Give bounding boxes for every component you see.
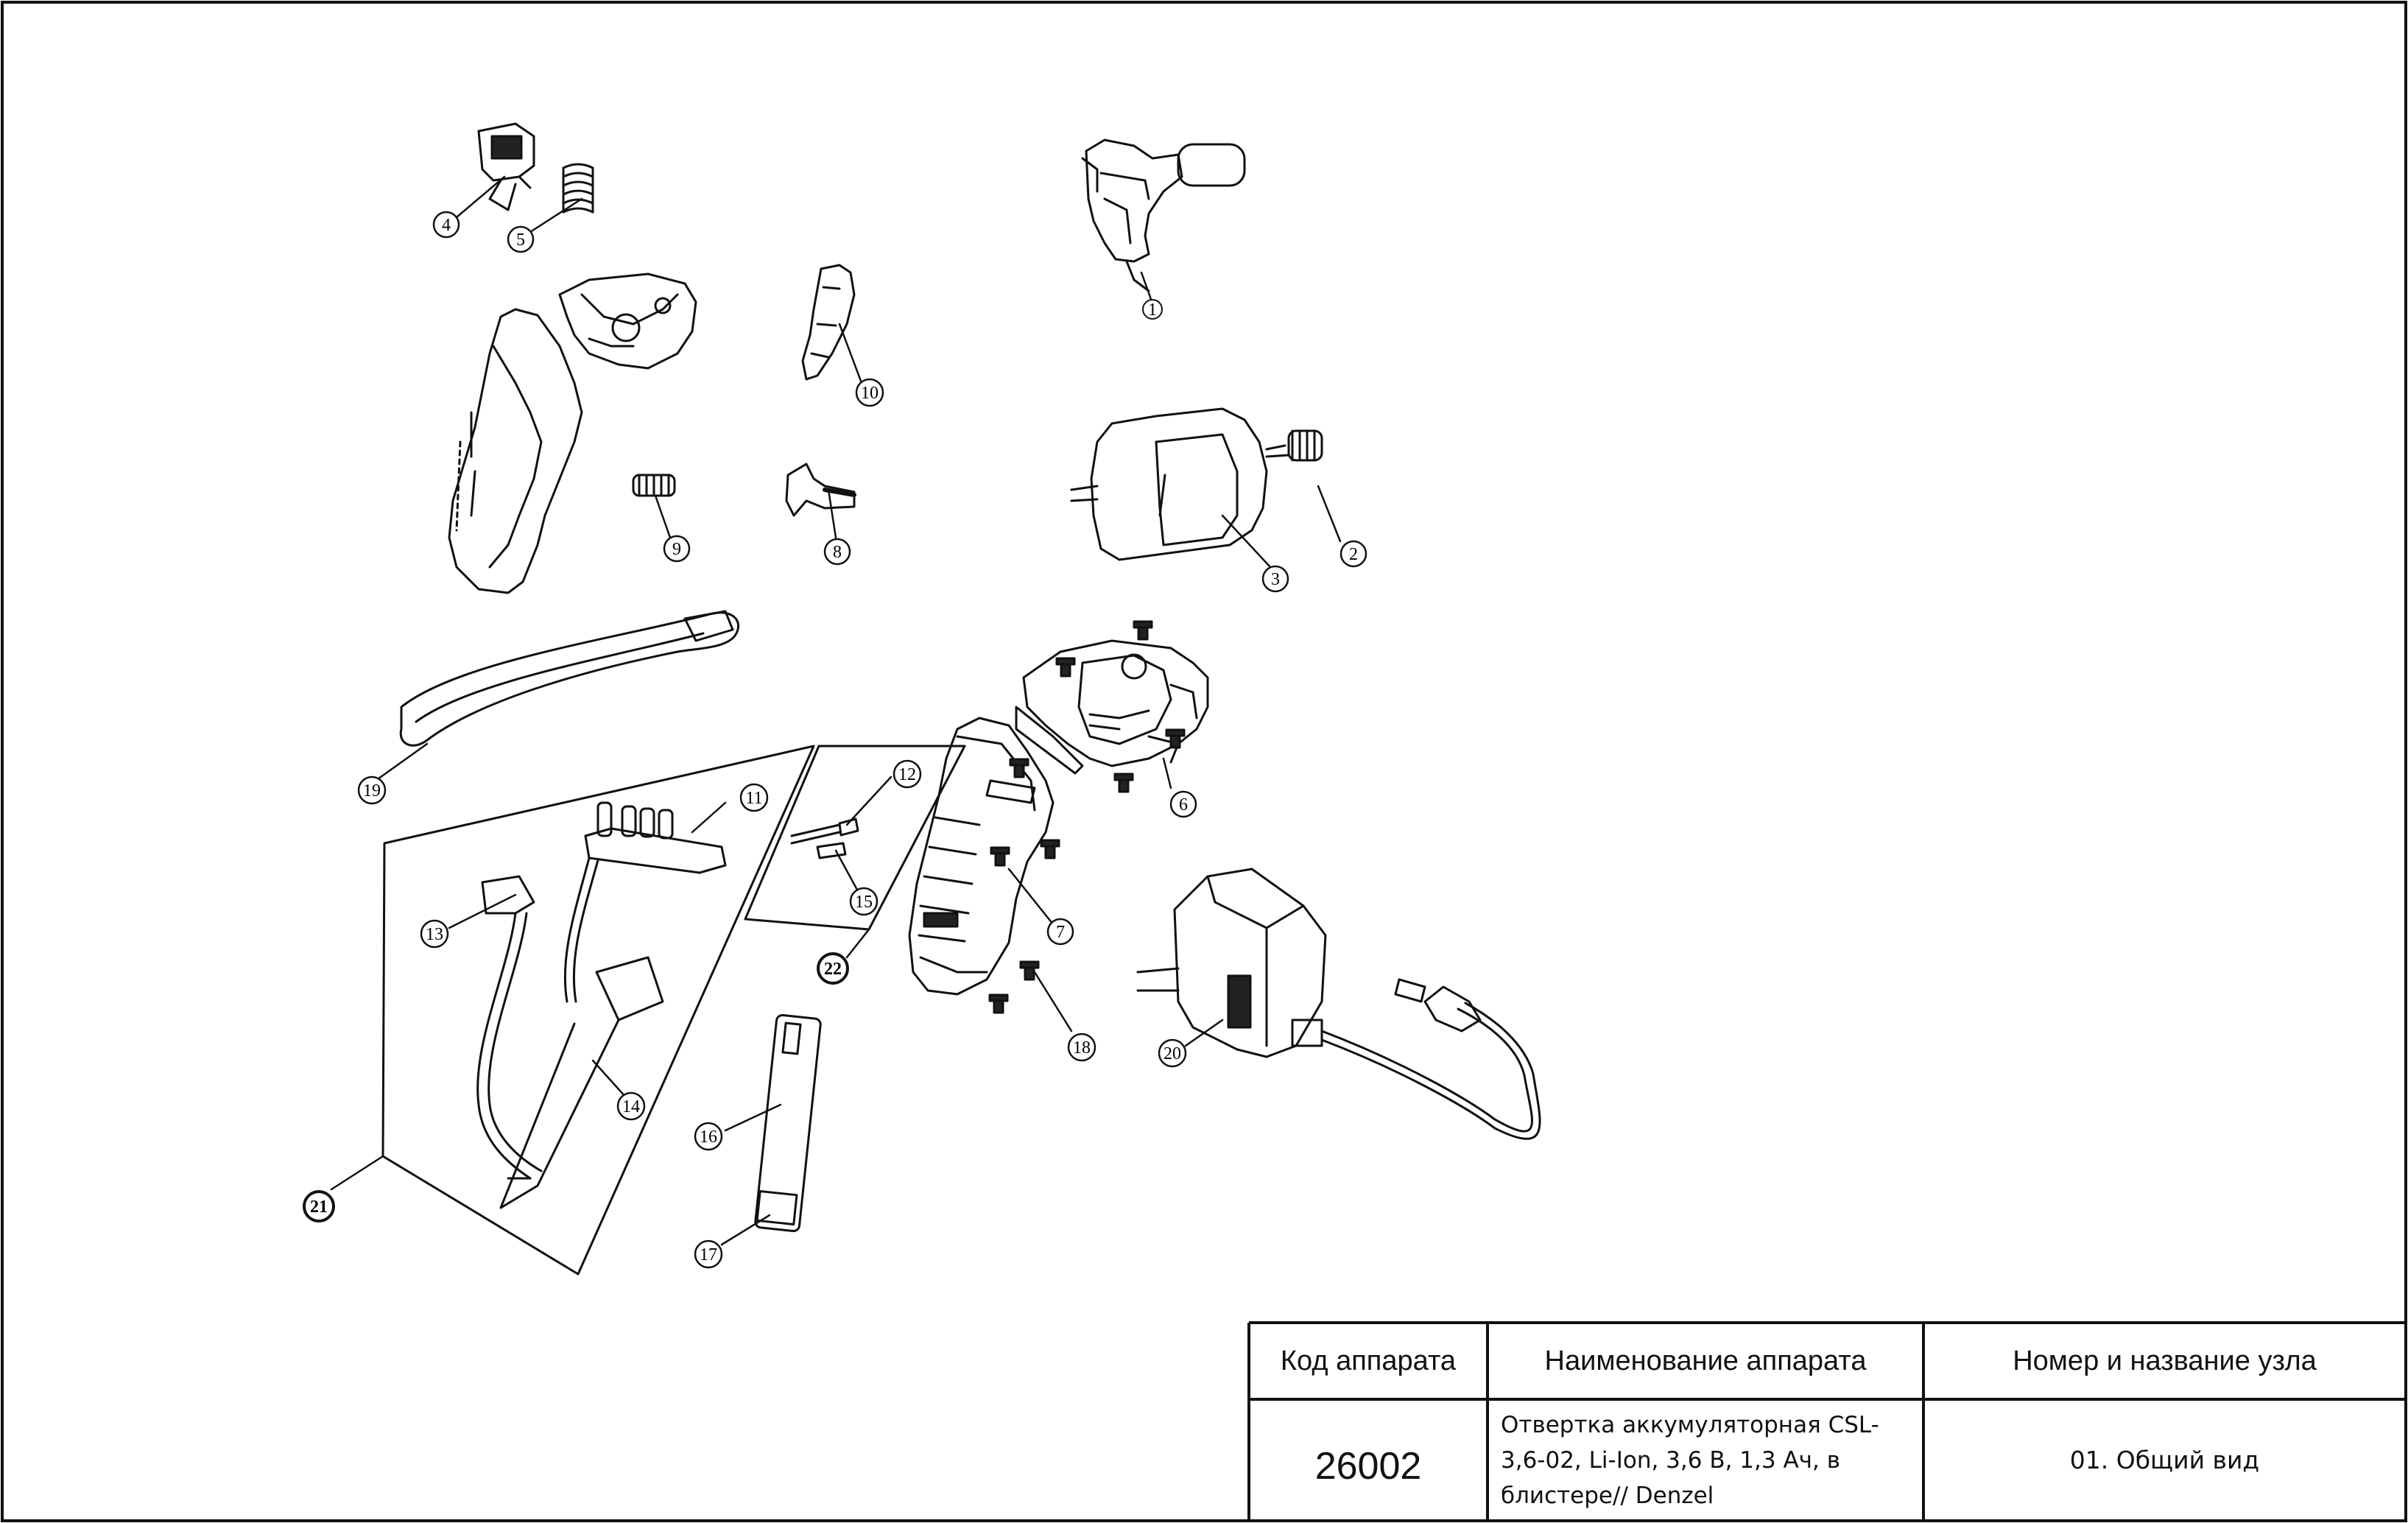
callout-5: 5: [507, 225, 535, 253]
header-name: Наименование аппарата: [1544, 1345, 1867, 1376]
part-switch-button: [477, 122, 535, 211]
svg-text:9: 9: [672, 540, 681, 559]
callout-20: 20: [1158, 1038, 1187, 1068]
device-name: Отвертка аккумуляторная CSL- 3,6-02, Li-…: [1488, 1399, 1923, 1521]
part-gearbox-housing: [1015, 639, 1209, 775]
callout-18: 18: [1067, 1033, 1096, 1062]
part-handle: [908, 717, 1055, 996]
svg-text:14: 14: [622, 1097, 640, 1116]
callout-1: 1: [1142, 299, 1163, 320]
callout-8: 8: [823, 538, 851, 566]
svg-text:17: 17: [700, 1245, 717, 1265]
title-block-grid: [1247, 1321, 2406, 1521]
svg-text:18: 18: [1073, 1038, 1091, 1058]
header-unit: Номер и название узла: [2013, 1345, 2317, 1376]
device-name-line-3: блистере// Denzel: [1501, 1482, 1714, 1509]
part-pcb-assembly: [476, 801, 727, 1209]
svg-text:6: 6: [1179, 795, 1188, 815]
callout-12: 12: [893, 759, 922, 789]
svg-text:19: 19: [363, 781, 381, 801]
svg-text:21: 21: [310, 1197, 328, 1217]
callout-4: 4: [432, 211, 460, 239]
svg-text:4: 4: [442, 216, 451, 235]
header-code: Код аппарата: [1280, 1345, 1457, 1376]
part-chuck-cap: [1081, 138, 1246, 292]
device-name-text: Отвертка аккумуляторная CSL- 3,6-02, Li-…: [1501, 1407, 1879, 1513]
unit-name: 01. Общий вид: [2069, 1446, 2260, 1474]
callout-3: 3: [1261, 565, 1289, 593]
callout-6: 6: [1169, 790, 1197, 818]
svg-text:8: 8: [833, 543, 842, 562]
device-code: 26002: [1314, 1444, 1422, 1488]
part-charger: [1136, 868, 1541, 1140]
callout-9: 9: [663, 535, 691, 563]
svg-text:5: 5: [516, 231, 525, 250]
callout-2: 2: [1339, 540, 1367, 568]
title-block: Код аппарата Наименование аппарата Номер…: [1249, 1323, 2408, 1523]
part-strap: [399, 610, 739, 747]
callout-14: 14: [616, 1091, 646, 1121]
part-spring-9: [632, 474, 676, 497]
device-name-line-1: Отвертка аккумуляторная CSL-: [1501, 1411, 1879, 1438]
callout-19: 19: [357, 775, 387, 805]
callout-7: 7: [1046, 918, 1074, 946]
svg-text:12: 12: [898, 765, 916, 784]
svg-text:1: 1: [1148, 300, 1157, 320]
callout-11: 11: [739, 783, 769, 812]
svg-text:7: 7: [1056, 923, 1065, 942]
svg-text:11: 11: [745, 789, 762, 808]
callout-16: 16: [694, 1122, 723, 1151]
svg-text:22: 22: [824, 960, 842, 979]
svg-text:20: 20: [1163, 1044, 1181, 1063]
svg-text:13: 13: [426, 925, 443, 944]
callout-10: 10: [855, 378, 884, 407]
svg-text:15: 15: [855, 893, 873, 912]
part-battery: [754, 1013, 822, 1233]
svg-text:16: 16: [700, 1128, 717, 1147]
callout-22: 22: [817, 952, 849, 985]
part-screws: [988, 620, 1186, 1014]
callout-15: 15: [849, 887, 879, 916]
svg-text:3: 3: [1271, 570, 1280, 589]
part-motor: [1070, 407, 1323, 561]
svg-text:10: 10: [861, 384, 879, 403]
part-bracket-10: [801, 264, 856, 381]
callout-21: 21: [303, 1190, 335, 1223]
device-name-line-2: 3,6-02, Li-Ion, 3,6 В, 1,3 Ач, в: [1501, 1446, 1840, 1474]
callouts: 1 2 3 4 5 6 7 8 9 10 11 12 13 14 15 16 1…: [303, 211, 1367, 1269]
part-housing-left: [448, 272, 697, 594]
callout-13: 13: [420, 919, 449, 949]
group-21-outline: [381, 745, 815, 1276]
leader-lines: [330, 175, 1342, 1246]
callout-17: 17: [694, 1239, 723, 1269]
part-clip-8: [785, 462, 856, 517]
svg-text:2: 2: [1349, 545, 1358, 564]
part-spring-5: [562, 163, 594, 214]
